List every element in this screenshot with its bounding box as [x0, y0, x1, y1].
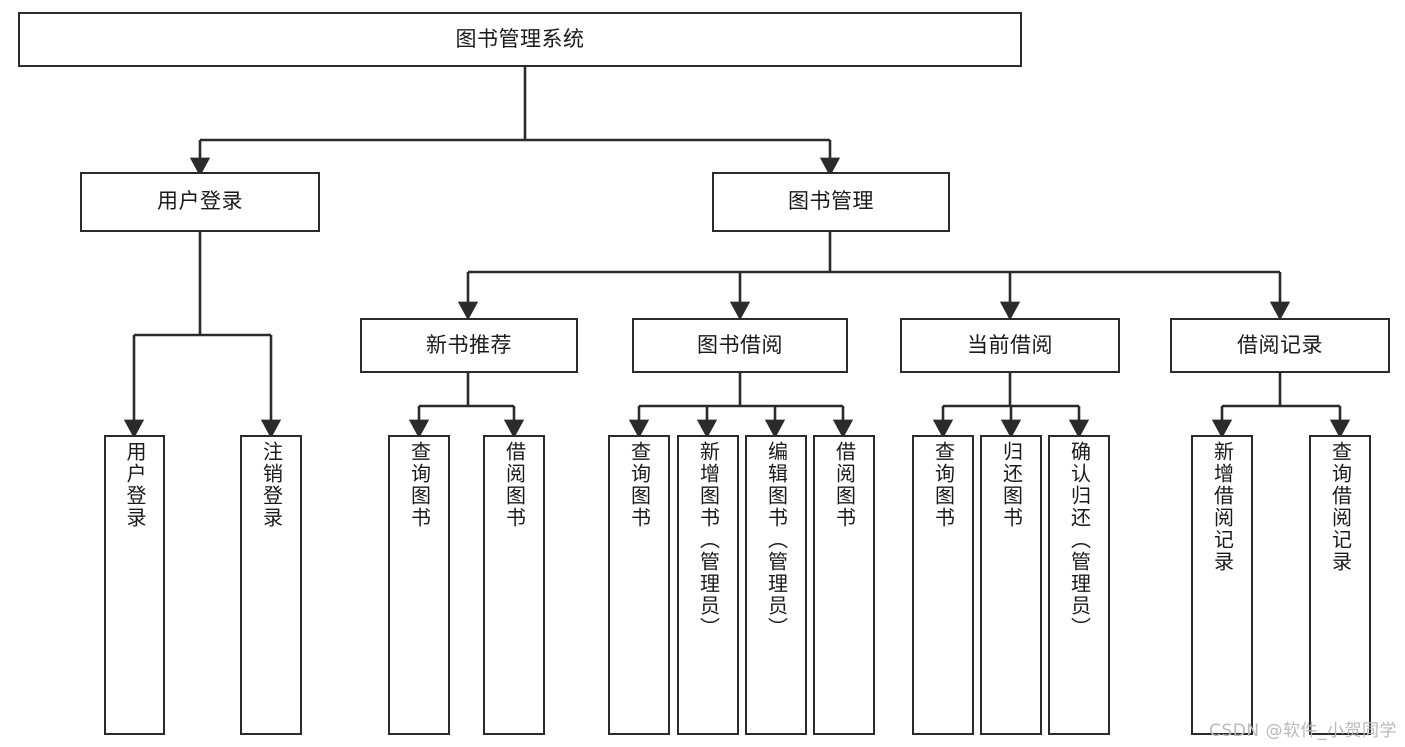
node-current-borrow-label: 当前借阅 — [967, 332, 1053, 357]
node-leaf-currentborrow-return[interactable]: 归还图书 — [980, 435, 1042, 735]
node-current-borrow[interactable]: 当前借阅 — [900, 318, 1120, 373]
node-book-borrow-label: 图书借阅 — [697, 332, 783, 357]
node-new-book-recommend-label: 新书推荐 — [426, 332, 512, 357]
node-user-login-label: 用户登录 — [157, 189, 243, 214]
node-leaf-borrowrecord-add[interactable]: 新增借阅记录 — [1191, 435, 1253, 735]
node-leaf-currentborrow-query-label: 查询图书 — [931, 441, 956, 529]
csdn-watermark: CSDN @软件_小贺同学 — [1209, 721, 1397, 741]
node-leaf-bookborrow-add-label: 新增图书（管理员） — [696, 441, 721, 639]
node-leaf-currentborrow-query[interactable]: 查询图书 — [912, 435, 974, 735]
node-borrow-record[interactable]: 借阅记录 — [1170, 318, 1390, 373]
node-book-management[interactable]: 图书管理 — [712, 172, 950, 232]
node-leaf-bookborrow-borrow[interactable]: 借阅图书 — [813, 435, 875, 735]
node-leaf-currentborrow-return-label: 归还图书 — [999, 441, 1024, 529]
node-root-system-label: 图书管理系统 — [455, 26, 585, 51]
node-root-system[interactable]: 图书管理系统 — [18, 12, 1022, 67]
node-leaf-currentborrow-confirm[interactable]: 确认归还（管理员） — [1048, 435, 1110, 735]
node-leaf-borrowrecord-query[interactable]: 查询借阅记录 — [1309, 435, 1371, 735]
node-leaf-newbook-query[interactable]: 查询图书 — [388, 435, 450, 735]
node-leaf-bookborrow-borrow-label: 借阅图书 — [832, 441, 857, 529]
node-leaf-bookborrow-edit[interactable]: 编辑图书（管理员） — [745, 435, 807, 735]
node-borrow-record-label: 借阅记录 — [1237, 332, 1323, 357]
node-leaf-user-login-signout[interactable]: 注销登录 — [240, 435, 302, 735]
node-book-borrow[interactable]: 图书借阅 — [632, 318, 848, 373]
node-leaf-newbook-borrow[interactable]: 借阅图书 — [483, 435, 545, 735]
node-leaf-bookborrow-edit-label: 编辑图书（管理员） — [764, 441, 789, 639]
node-new-book-recommend[interactable]: 新书推荐 — [360, 318, 578, 373]
node-leaf-user-login-signin[interactable]: 用户登录 — [104, 435, 165, 735]
node-leaf-borrowrecord-add-label: 新增借阅记录 — [1210, 441, 1235, 573]
node-leaf-newbook-borrow-label: 借阅图书 — [502, 441, 527, 529]
node-leaf-borrowrecord-query-label: 查询借阅记录 — [1328, 441, 1353, 573]
node-leaf-bookborrow-add[interactable]: 新增图书（管理员） — [677, 435, 739, 735]
node-book-management-label: 图书管理 — [788, 189, 874, 214]
node-leaf-currentborrow-confirm-label: 确认归还（管理员） — [1067, 441, 1092, 639]
node-leaf-user-login-signin-label: 用户登录 — [123, 441, 147, 529]
node-leaf-user-login-signout-label: 注销登录 — [259, 441, 284, 529]
node-leaf-newbook-query-label: 查询图书 — [407, 441, 432, 529]
node-user-login[interactable]: 用户登录 — [80, 172, 320, 232]
node-leaf-bookborrow-query-label: 查询图书 — [627, 441, 652, 529]
node-leaf-bookborrow-query[interactable]: 查询图书 — [608, 435, 670, 735]
